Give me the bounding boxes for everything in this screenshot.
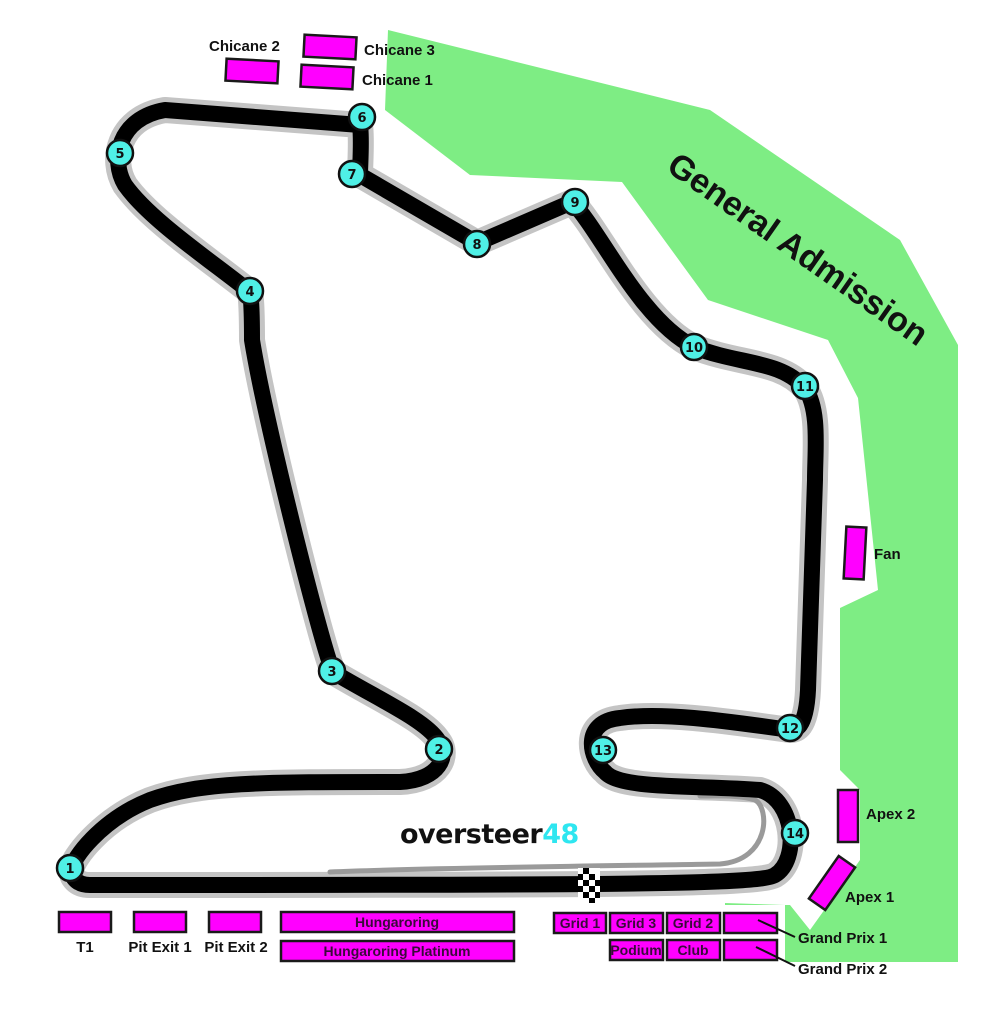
grid-1-label: Grid 1 (560, 915, 601, 931)
grid-2-label: Grid 2 (673, 915, 714, 931)
turn-5-marker[interactable]: 5 (105, 138, 135, 168)
turn-12-marker[interactable]: 12 (775, 713, 805, 743)
grandstand-pit-exit-2[interactable] (207, 910, 263, 934)
svg-text:8: 8 (472, 238, 481, 253)
turn-8-marker[interactable]: 8 (462, 229, 492, 259)
svg-text:4: 4 (245, 285, 254, 300)
grandstand-fan[interactable] (842, 525, 868, 581)
grandstand-grid-1[interactable] (552, 911, 608, 935)
brand-suffix: 48 (542, 819, 579, 850)
grandstand-chicane-2[interactable] (224, 57, 280, 85)
grandstand-grand-prix-1[interactable] (722, 911, 779, 935)
turn-11-marker[interactable]: 11 (790, 371, 820, 401)
svg-text:6: 6 (357, 111, 366, 126)
podium-label: Podium (610, 942, 661, 958)
chicane-1-label: Chicane 1 (362, 72, 433, 89)
grand-prix-2-leader (755, 946, 796, 967)
grand-prix-1-leader (757, 919, 796, 938)
turn-6-marker[interactable]: 6 (347, 102, 377, 132)
grandstand-grand-prix-2[interactable] (722, 938, 779, 962)
turn-4-marker[interactable]: 4 (235, 276, 265, 306)
grandstand-hungaroring[interactable] (279, 910, 516, 934)
hungaroring-label: Hungaroring (355, 914, 439, 930)
turn-14-marker[interactable]: 14 (780, 818, 810, 848)
svg-text:12: 12 (781, 722, 799, 737)
grandstand-t1[interactable] (57, 910, 113, 934)
svg-text:10: 10 (685, 341, 703, 356)
turn-9-marker[interactable]: 9 (560, 187, 590, 217)
t1-label: T1 (76, 939, 94, 956)
hungaroring-platinum-label: Hungaroring Platinum (324, 943, 471, 959)
svg-text:13: 13 (594, 744, 612, 759)
svg-text:5: 5 (115, 147, 124, 162)
svg-text:7: 7 (347, 168, 356, 183)
pit-lane (327, 793, 767, 875)
svg-text:14: 14 (786, 827, 804, 842)
grandstand-apex-1[interactable] (807, 854, 857, 912)
svg-text:11: 11 (796, 380, 814, 395)
general-admission-area-main[interactable] (385, 30, 958, 962)
turn-7-marker[interactable]: 7 (337, 159, 367, 189)
grandstand-grid-3[interactable] (608, 911, 665, 935)
grandstand-apex-2[interactable] (836, 788, 860, 844)
grandstand-grid-2[interactable] (665, 911, 722, 935)
brand-logo: oversteer48 (400, 819, 579, 850)
turn-13-marker[interactable]: 13 (588, 735, 618, 765)
turn-1-marker[interactable]: 1 (55, 853, 85, 883)
grandstand-chicane-3[interactable] (302, 33, 358, 61)
chicane-2-label: Chicane 2 (209, 38, 280, 55)
grid-3-label: Grid 3 (616, 915, 657, 931)
apex-1-label: Apex 1 (845, 889, 894, 906)
grandstand-club[interactable] (665, 938, 722, 962)
grandstand-podium[interactable] (608, 938, 665, 962)
turn-markers: 1 2 3 4 5 6 7 8 9 10 11 12 13 14 (55, 102, 820, 883)
grandstand-chicane-1[interactable] (299, 63, 355, 91)
apex-2-label: Apex 2 (866, 806, 915, 823)
chicane-3-label: Chicane 3 (364, 42, 435, 59)
club-label: Club (677, 942, 708, 958)
start-finish-flag-icon (578, 868, 600, 903)
svg-text:9: 9 (570, 196, 579, 211)
grand-prix-1-label: Grand Prix 1 (798, 930, 887, 947)
pit-exit-1-label: Pit Exit 1 (128, 939, 191, 956)
brand-name: oversteer (400, 819, 543, 850)
svg-text:2: 2 (434, 743, 443, 758)
grandstand-hungaroring-platinum[interactable] (279, 939, 516, 963)
fan-label: Fan (874, 546, 901, 563)
grandstands: Chicane 3 Chicane 2 Chicane 1 Fan Apex 2… (57, 33, 915, 978)
grandstand-pit-exit-1[interactable] (132, 910, 188, 934)
svg-text:3: 3 (327, 665, 336, 680)
turn-3-marker[interactable]: 3 (317, 656, 347, 686)
grand-prix-2-label: Grand Prix 2 (798, 961, 887, 978)
svg-text:1: 1 (65, 862, 74, 877)
turn-10-marker[interactable]: 10 (679, 332, 709, 362)
turn-2-marker[interactable]: 2 (424, 734, 454, 764)
pit-exit-2-label: Pit Exit 2 (204, 939, 267, 956)
